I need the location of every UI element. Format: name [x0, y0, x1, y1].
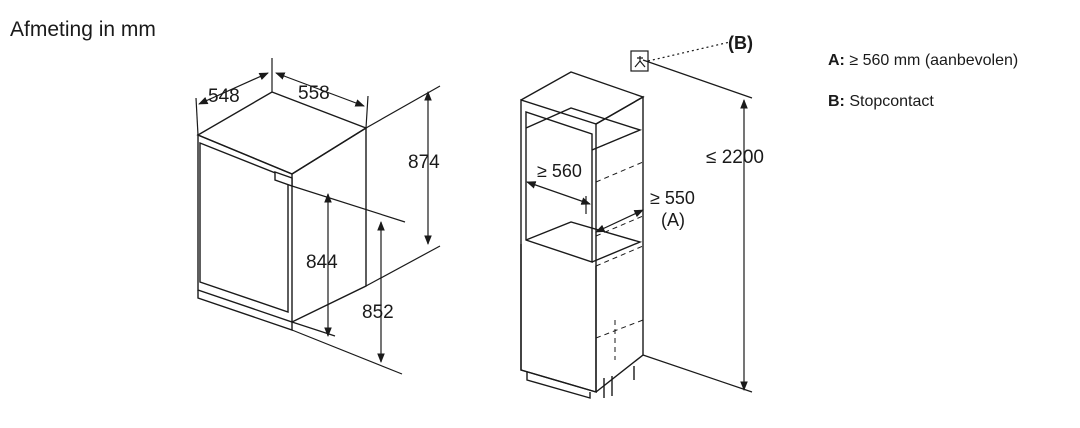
- height-852-label: 852: [362, 302, 394, 323]
- fridge-top-dimension: [195, 58, 369, 136]
- cabinet-side: [595, 95, 644, 393]
- niche-width-label: ≥ 560: [537, 161, 582, 181]
- niche-depth-dimension: [595, 209, 644, 233]
- niche-depth-ref: (A): [661, 210, 685, 230]
- fridge-door: [199, 141, 289, 313]
- niche-width-dimension: [526, 181, 591, 214]
- legend-key-b: B:: [828, 93, 845, 110]
- legend-text-b: Stopcontact: [849, 93, 934, 110]
- cabinet-lower-door: [520, 244, 597, 393]
- socket-ref-label: (B): [728, 33, 753, 53]
- depth-label: 548: [208, 86, 240, 107]
- width-label: 558: [298, 83, 330, 104]
- cabinet-height-label: ≤ 2200: [706, 147, 764, 168]
- diagram-title: Afmeting in mm: [10, 18, 156, 41]
- fridge-plinth: [197, 290, 293, 331]
- fridge-appliance: [196, 91, 368, 331]
- cabinet-plinth: [526, 372, 591, 399]
- socket-icon: [630, 41, 731, 72]
- height-852-dimension: [291, 221, 403, 375]
- cabinet-height-dimension: [642, 59, 753, 393]
- legend-key-a: A:: [828, 52, 845, 69]
- height-874-dimension: [365, 85, 441, 287]
- height-874-label: 874: [408, 152, 440, 173]
- cabinet-niche-floor: [525, 221, 643, 263]
- height-844-dimension: [291, 185, 406, 337]
- cabinet-hidden-edges: [591, 129, 644, 360]
- legend-item-a: A: ≥ 560 mm (aanbevolen): [828, 52, 1018, 70]
- cabinet-upper-shelf: [525, 107, 643, 151]
- cabinet-front: [520, 99, 597, 393]
- height-844-label: 844: [306, 252, 338, 273]
- legend-item-b: B: Stopcontact: [828, 93, 934, 111]
- fridge-handle: [274, 171, 293, 187]
- niche-depth-label: ≥ 550: [650, 188, 695, 208]
- tall-cabinet: [520, 71, 645, 399]
- cabinet-niche-frame: [525, 111, 593, 263]
- legend-text-a: ≥ 560 mm (aanbevolen): [849, 52, 1019, 69]
